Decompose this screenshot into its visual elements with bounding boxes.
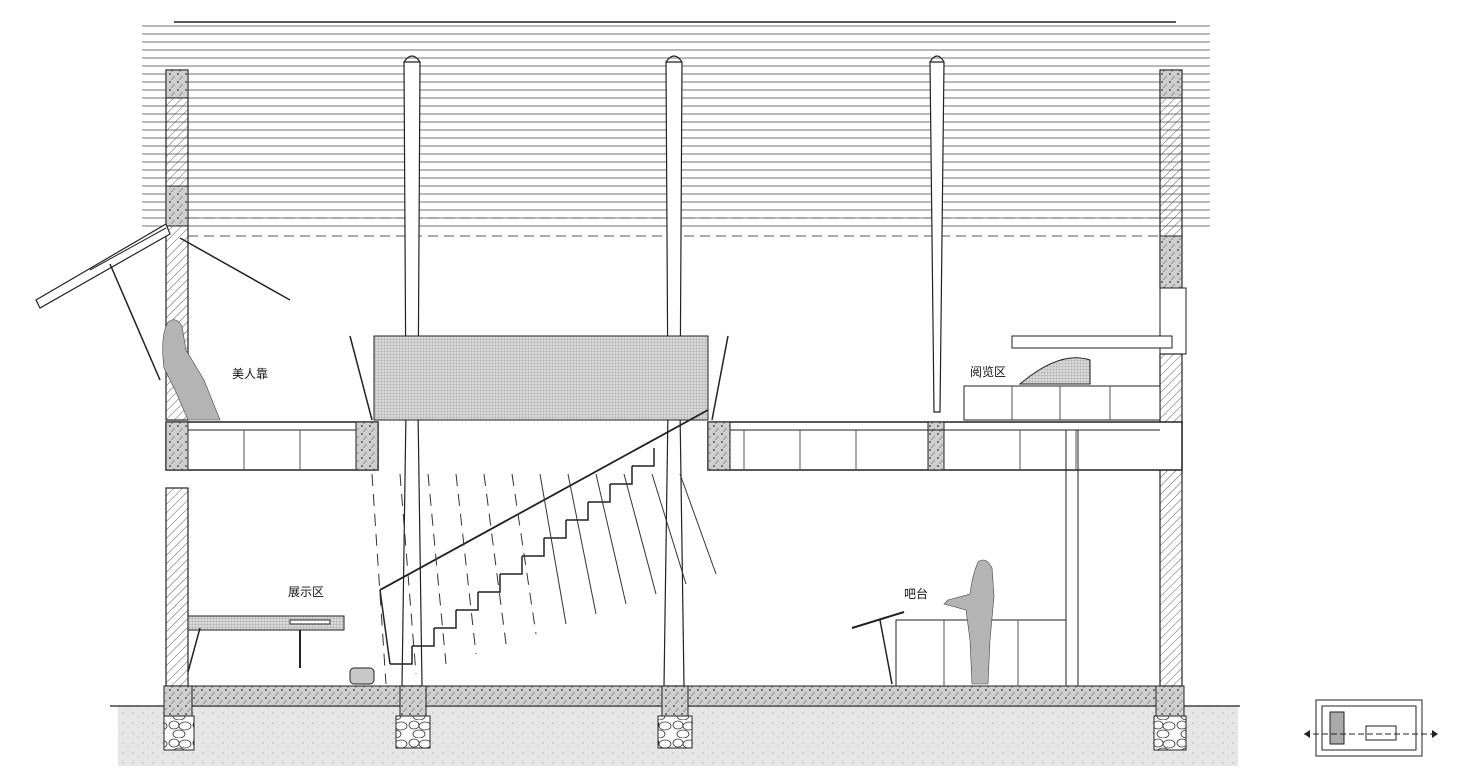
- bar-counter-furniture: [851, 611, 1067, 687]
- eave-canopy: [35, 223, 291, 381]
- floor-slab-left: [165, 421, 379, 471]
- screen-frame-left: [349, 335, 373, 421]
- stair-hanger: [511, 473, 537, 635]
- reading-furniture: [963, 335, 1173, 421]
- stair-hanger: [679, 473, 717, 575]
- seated-figure: [162, 319, 221, 421]
- screen-frame-right: [711, 335, 729, 421]
- display-table: [187, 615, 375, 685]
- stair-hanger: [427, 473, 447, 665]
- standing-figure: [943, 559, 995, 685]
- stair-hanger: [455, 473, 477, 655]
- stair-hanger: [623, 473, 657, 595]
- label-bar-counter: 吧台: [904, 586, 928, 601]
- stair-hanger: [595, 473, 627, 605]
- stair-hanger: [483, 473, 507, 645]
- stair-hanger: [651, 473, 687, 585]
- ladder: [1065, 429, 1079, 687]
- column-right: [929, 55, 945, 413]
- key-plan: [1304, 699, 1438, 757]
- stair-hanger: [567, 473, 597, 615]
- stair-hanger: [539, 473, 567, 625]
- mesh-screen: [373, 335, 709, 421]
- stair-hanger: [371, 473, 387, 685]
- staircase: [371, 409, 717, 685]
- stair-hanger: [399, 473, 417, 675]
- label-exhibition-area: 展示区: [288, 585, 324, 599]
- label-beauty-seat: 美人靠: [232, 367, 268, 381]
- label-reading-area: 阅览区: [970, 364, 1006, 379]
- floor-slab-right: [707, 421, 1183, 471]
